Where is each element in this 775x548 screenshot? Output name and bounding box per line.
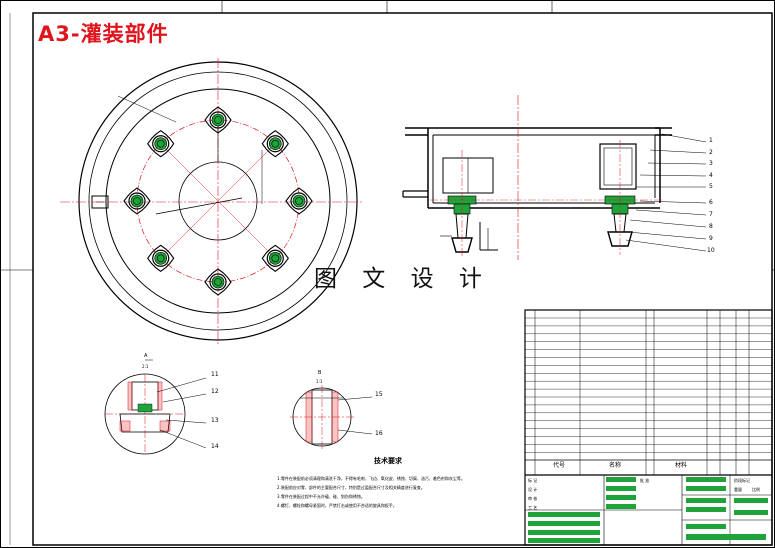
bom-header-name: 名称: [609, 462, 622, 469]
callout-5: 5: [709, 183, 713, 190]
callout-14: 14: [211, 443, 219, 450]
footer-stage: 阶段标记: [734, 478, 750, 483]
callout-7: 7: [709, 211, 713, 218]
detail-a-label: A: [144, 353, 148, 359]
nozzle-station: [147, 130, 175, 158]
nozzle-station: [147, 244, 175, 272]
bom-header-material: 材料: [675, 462, 688, 469]
callout-4: 4: [709, 172, 713, 179]
detail-b: [290, 385, 373, 449]
title-block: [524, 309, 773, 546]
callout-8: 8: [709, 223, 713, 230]
footer-weight: 重量: [734, 487, 742, 492]
tech-req-line: 3.零件在装配过程中不允许磕、碰、划伤和锈蚀。: [277, 494, 365, 499]
callout-10: 10: [707, 247, 715, 254]
tech-req-line: 1.零件在装配前必须清理和清洗干净，不得有毛刺、飞边、氧化皮、锈蚀、切屑、油污、…: [277, 476, 465, 481]
footer-mark: 标 记: [528, 478, 538, 483]
footer-approve: 批 准: [640, 478, 650, 483]
watermark-text: 图 文 设 计: [314, 266, 491, 292]
drawing-title: A3-灌装部件: [38, 22, 169, 46]
section-view: [402, 95, 672, 260]
callout-2: 2: [709, 149, 713, 156]
callout-1: 1: [709, 137, 713, 144]
nozzle-station: [204, 268, 232, 296]
nozzle-station: [123, 187, 151, 215]
footer-scale: 比例: [752, 487, 760, 492]
detail-b-label: B: [318, 370, 322, 376]
footer-process: 工 艺: [528, 505, 538, 510]
detail-a-scale: 2:1: [142, 364, 149, 369]
callout-16: 16: [375, 430, 383, 437]
detail-b-scale: 1:1: [316, 379, 323, 384]
callout-11: 11: [211, 371, 219, 378]
nozzle-station: [285, 187, 313, 215]
tech-req-line: 4.螺钉、螺栓和螺母紧固时，严禁打击或使用不合适的旋具和扳手。: [277, 503, 397, 508]
callout-15: 15: [375, 391, 383, 398]
nozzle-station: [204, 106, 232, 134]
callout-9: 9: [709, 235, 713, 242]
main-leaders: [625, 133, 707, 252]
detail-a: [104, 359, 207, 455]
tech-req-line: 2.装配前应对零、部件的主要配合尺寸，特别是过盈配合尺寸及相关精度进行复查。: [277, 485, 425, 490]
filling-nozzles: [123, 106, 313, 296]
footer-design: 设 计: [528, 487, 538, 492]
nozzle-station: [261, 244, 289, 272]
callout-6: 6: [709, 199, 713, 206]
callout-3: 3: [709, 160, 713, 167]
bom-header-code: 代号: [553, 462, 566, 469]
footer-review: 审 核: [528, 496, 538, 501]
callout-12: 12: [211, 388, 219, 395]
nozzle-station: [261, 130, 289, 158]
plan-view: [60, 58, 363, 345]
tech-req-title: 技术要求: [374, 457, 402, 465]
green-cells: [528, 477, 768, 543]
callout-13: 13: [211, 417, 219, 424]
